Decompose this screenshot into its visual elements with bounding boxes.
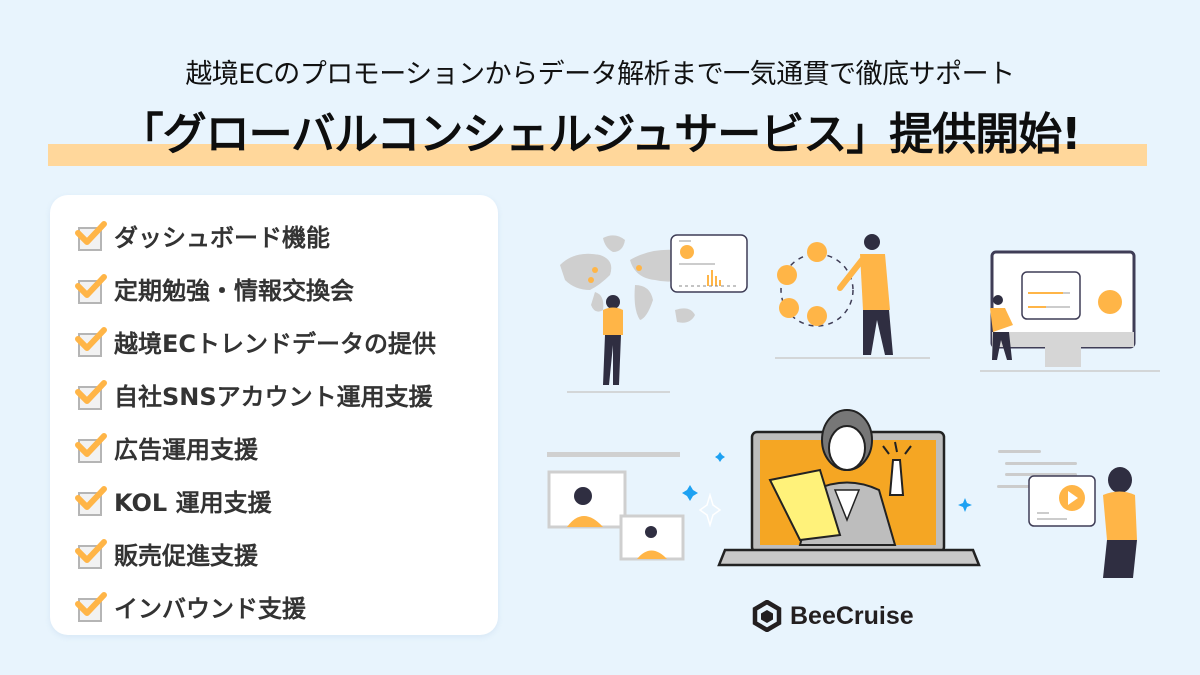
monitor-icon [980,250,1160,372]
video-call-icon [547,452,685,561]
list-item: KOL 運用支援 [74,480,272,520]
subtitle: 越境ECのプロモーションからデータ解析まで一気通貫で徹底サポート [185,59,1015,90]
brand-logo: BeeCruise [752,600,914,632]
checkbox-checked-icon [74,484,107,516]
social-circle-icon [775,234,930,359]
list-item: 販売促進支援 [74,533,258,573]
feature-label: 販売促進支援 [114,541,258,570]
checkbox-checked-icon [74,431,107,463]
sparkle-icon [958,498,972,512]
page-title: 「グローバルコンシェルジュサービス」提供開始! [119,109,1082,160]
feature-label: インバウンド支援 [114,594,306,623]
laptop-concierge-icon [717,409,981,567]
checkbox-checked-icon [74,590,107,622]
world-map-icon [560,234,748,393]
feature-list-card: ダッシュボード機能 定期勉強・情報交換会 越境ECトレンドデータの提供 自社SN… [50,195,498,635]
list-item: 広告運用支援 [74,427,258,467]
list-item: インバウンド支援 [74,586,306,626]
checkbox-checked-icon [74,325,107,357]
checkbox-checked-icon [74,537,107,569]
feature-label: 越境ECトレンドデータの提供 [114,329,437,358]
list-item: ダッシュボード機能 [74,215,330,255]
feature-label: 広告運用支援 [114,435,258,464]
sparkle-icon [682,452,725,528]
feature-label: 自社SNSアカウント運用支援 [114,382,433,411]
list-item: 自社SNSアカウント運用支援 [74,374,433,414]
list-item: 越境ECトレンドデータの提供 [74,321,436,361]
title-highlight-bar [48,144,1147,166]
play-button-icon [997,450,1137,578]
brand-name: BeeCruise [790,601,914,630]
checkbox-checked-icon [74,378,107,410]
feature-label: 定期勉強・情報交換会 [114,276,354,305]
checkbox-checked-icon [74,272,107,304]
list-item: 定期勉強・情報交換会 [74,268,354,308]
checkbox-checked-icon [74,219,107,251]
feature-label: ダッシュボード機能 [114,223,330,252]
feature-label: KOL 運用支援 [114,488,272,517]
hexagon-logo-icon [752,600,782,632]
